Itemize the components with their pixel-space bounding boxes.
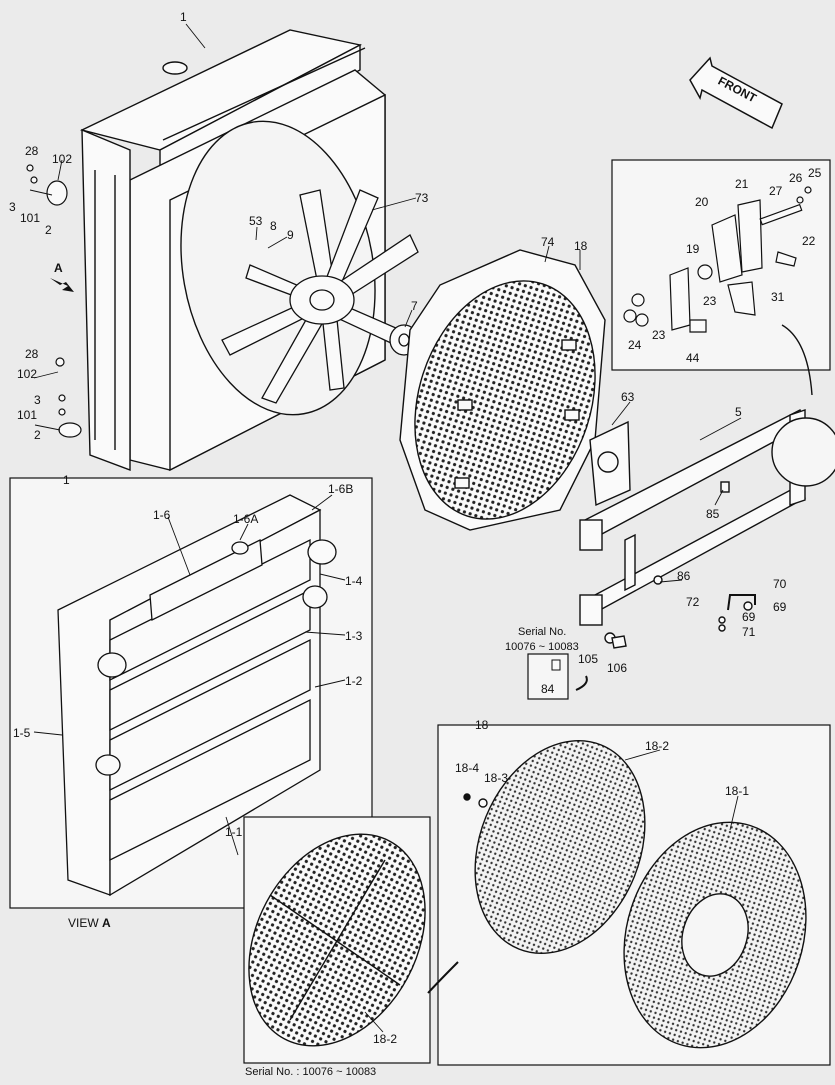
latch-detail-panel <box>611 159 831 371</box>
callout-7: 7 <box>411 299 418 313</box>
callout-25: 25 <box>808 166 822 180</box>
serial-box-line1: Serial No. <box>518 626 566 638</box>
callout-1-2: 1-2 <box>345 674 363 688</box>
callout-3: 3 <box>9 200 16 214</box>
callout-53: 53 <box>249 214 263 228</box>
callout-86: 86 <box>677 569 691 583</box>
callout-69b: 69 <box>742 610 756 624</box>
callout-18-2b: 18-2 <box>373 1032 397 1046</box>
callout-5: 5 <box>735 405 742 419</box>
callout-18-3: 18-3 <box>484 771 508 785</box>
mounting-parts <box>26 164 82 438</box>
view-a-arrow: A <box>50 261 74 292</box>
callout-102: 102 <box>52 152 72 166</box>
callout-28: 28 <box>25 144 39 158</box>
callout-22: 22 <box>802 234 816 248</box>
callout-1: 1 <box>180 10 187 24</box>
callout-18-2: 18-2 <box>645 739 669 753</box>
arrow-a-letter: A <box>54 261 63 275</box>
serial-detail-box <box>527 653 569 700</box>
callout-18-1: 18-1 <box>725 784 749 798</box>
callout-63: 63 <box>621 390 635 404</box>
callout-84: 84 <box>541 682 555 696</box>
callout-106: 106 <box>607 661 627 675</box>
callout-19: 19 <box>686 242 700 256</box>
detail-pointers <box>575 324 835 691</box>
callout-44: 44 <box>686 351 700 365</box>
view-a-label: VIEW A <box>68 916 111 930</box>
callout-labels: 1 28 102 3 101 2 73 53 8 9 7 28 102 3 10… <box>9 10 822 1078</box>
callout-101b: 101 <box>17 408 37 422</box>
callout-73: 73 <box>415 191 429 205</box>
callout-1-6a: 1-6A <box>233 512 258 526</box>
callout-18: 18 <box>574 239 588 253</box>
callout-1-3: 1-3 <box>345 629 363 643</box>
serial-box-line2: 10076 ~ 10083 <box>505 641 579 653</box>
callout-1-5: 1-5 <box>13 726 31 740</box>
callout-1-6b: 1-6B <box>328 482 353 496</box>
callout-26: 26 <box>789 171 803 185</box>
callout-18-4: 18-4 <box>455 761 479 775</box>
callout-24: 24 <box>628 338 642 352</box>
leader-lines <box>29 23 742 1033</box>
callout-74: 74 <box>541 235 555 249</box>
callout-1-4: 1-4 <box>345 574 363 588</box>
callout-85: 85 <box>706 507 720 521</box>
callout-23b: 23 <box>652 328 666 342</box>
guard-frame <box>579 409 806 649</box>
callout-9: 9 <box>287 228 294 242</box>
bottom-serial: Serial No. : 10076 ~ 10083 <box>245 1066 376 1078</box>
callout-28b: 28 <box>25 347 39 361</box>
callout-69: 69 <box>773 600 787 614</box>
callout-23: 23 <box>703 294 717 308</box>
callout-21: 21 <box>735 177 749 191</box>
callout-101: 101 <box>20 211 40 225</box>
callout-2: 2 <box>45 223 52 237</box>
callout-2b: 2 <box>34 428 41 442</box>
callout-18b: 18 <box>475 718 489 732</box>
callout-102b: 102 <box>17 367 37 381</box>
callout-70: 70 <box>773 577 787 591</box>
callout-1-6: 1-6 <box>153 508 171 522</box>
view-a-panel <box>9 477 373 909</box>
callout-27: 27 <box>769 184 783 198</box>
guard-exploded-panel <box>243 724 831 1066</box>
callout-1-view: 1 <box>63 473 70 487</box>
callout-71: 71 <box>742 625 756 639</box>
callout-20: 20 <box>695 195 709 209</box>
callout-72: 72 <box>686 595 700 609</box>
callout-8: 8 <box>270 219 277 233</box>
callout-3b: 3 <box>34 393 41 407</box>
callout-105: 105 <box>578 652 598 666</box>
callout-31: 31 <box>771 290 785 304</box>
fan-guard <box>399 249 606 531</box>
callout-1-1: 1-1 <box>225 825 243 839</box>
